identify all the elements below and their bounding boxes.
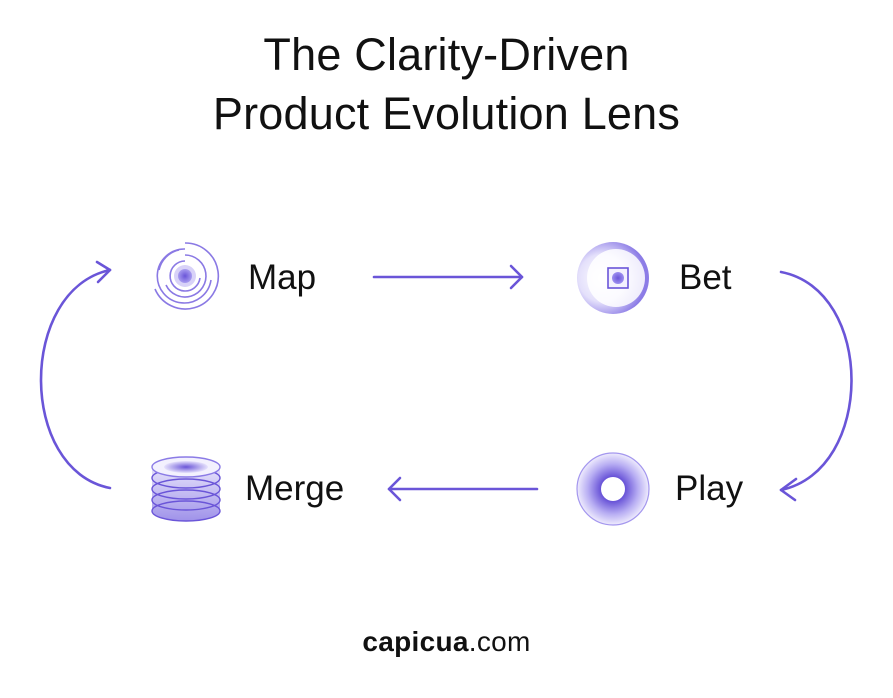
title-line-2: Product Evolution Lens: [212, 88, 681, 139]
arrow-play-to-merge: [387, 476, 539, 502]
footer-brand: capicua.com: [0, 622, 893, 662]
arrow-merge-to-map: [39, 260, 112, 490]
node-label-merge: Merge: [245, 469, 345, 508]
arrow-map-to-bet: [372, 264, 524, 290]
concentric-spiral-icon: [154, 242, 220, 310]
title-line-1: The Clarity-Driven: [263, 29, 630, 80]
donut-ring-icon: [576, 452, 650, 526]
brand-tld: .com: [468, 626, 531, 657]
arrow-bet-to-play: [779, 270, 853, 502]
node-label-bet: Bet: [679, 258, 732, 297]
node-label-map: Map: [248, 258, 317, 297]
target-square-icon: [577, 242, 649, 314]
stacked-coil-icon: [151, 456, 221, 522]
node-label-play: Play: [675, 469, 744, 508]
brand-name: capicua: [362, 626, 469, 657]
